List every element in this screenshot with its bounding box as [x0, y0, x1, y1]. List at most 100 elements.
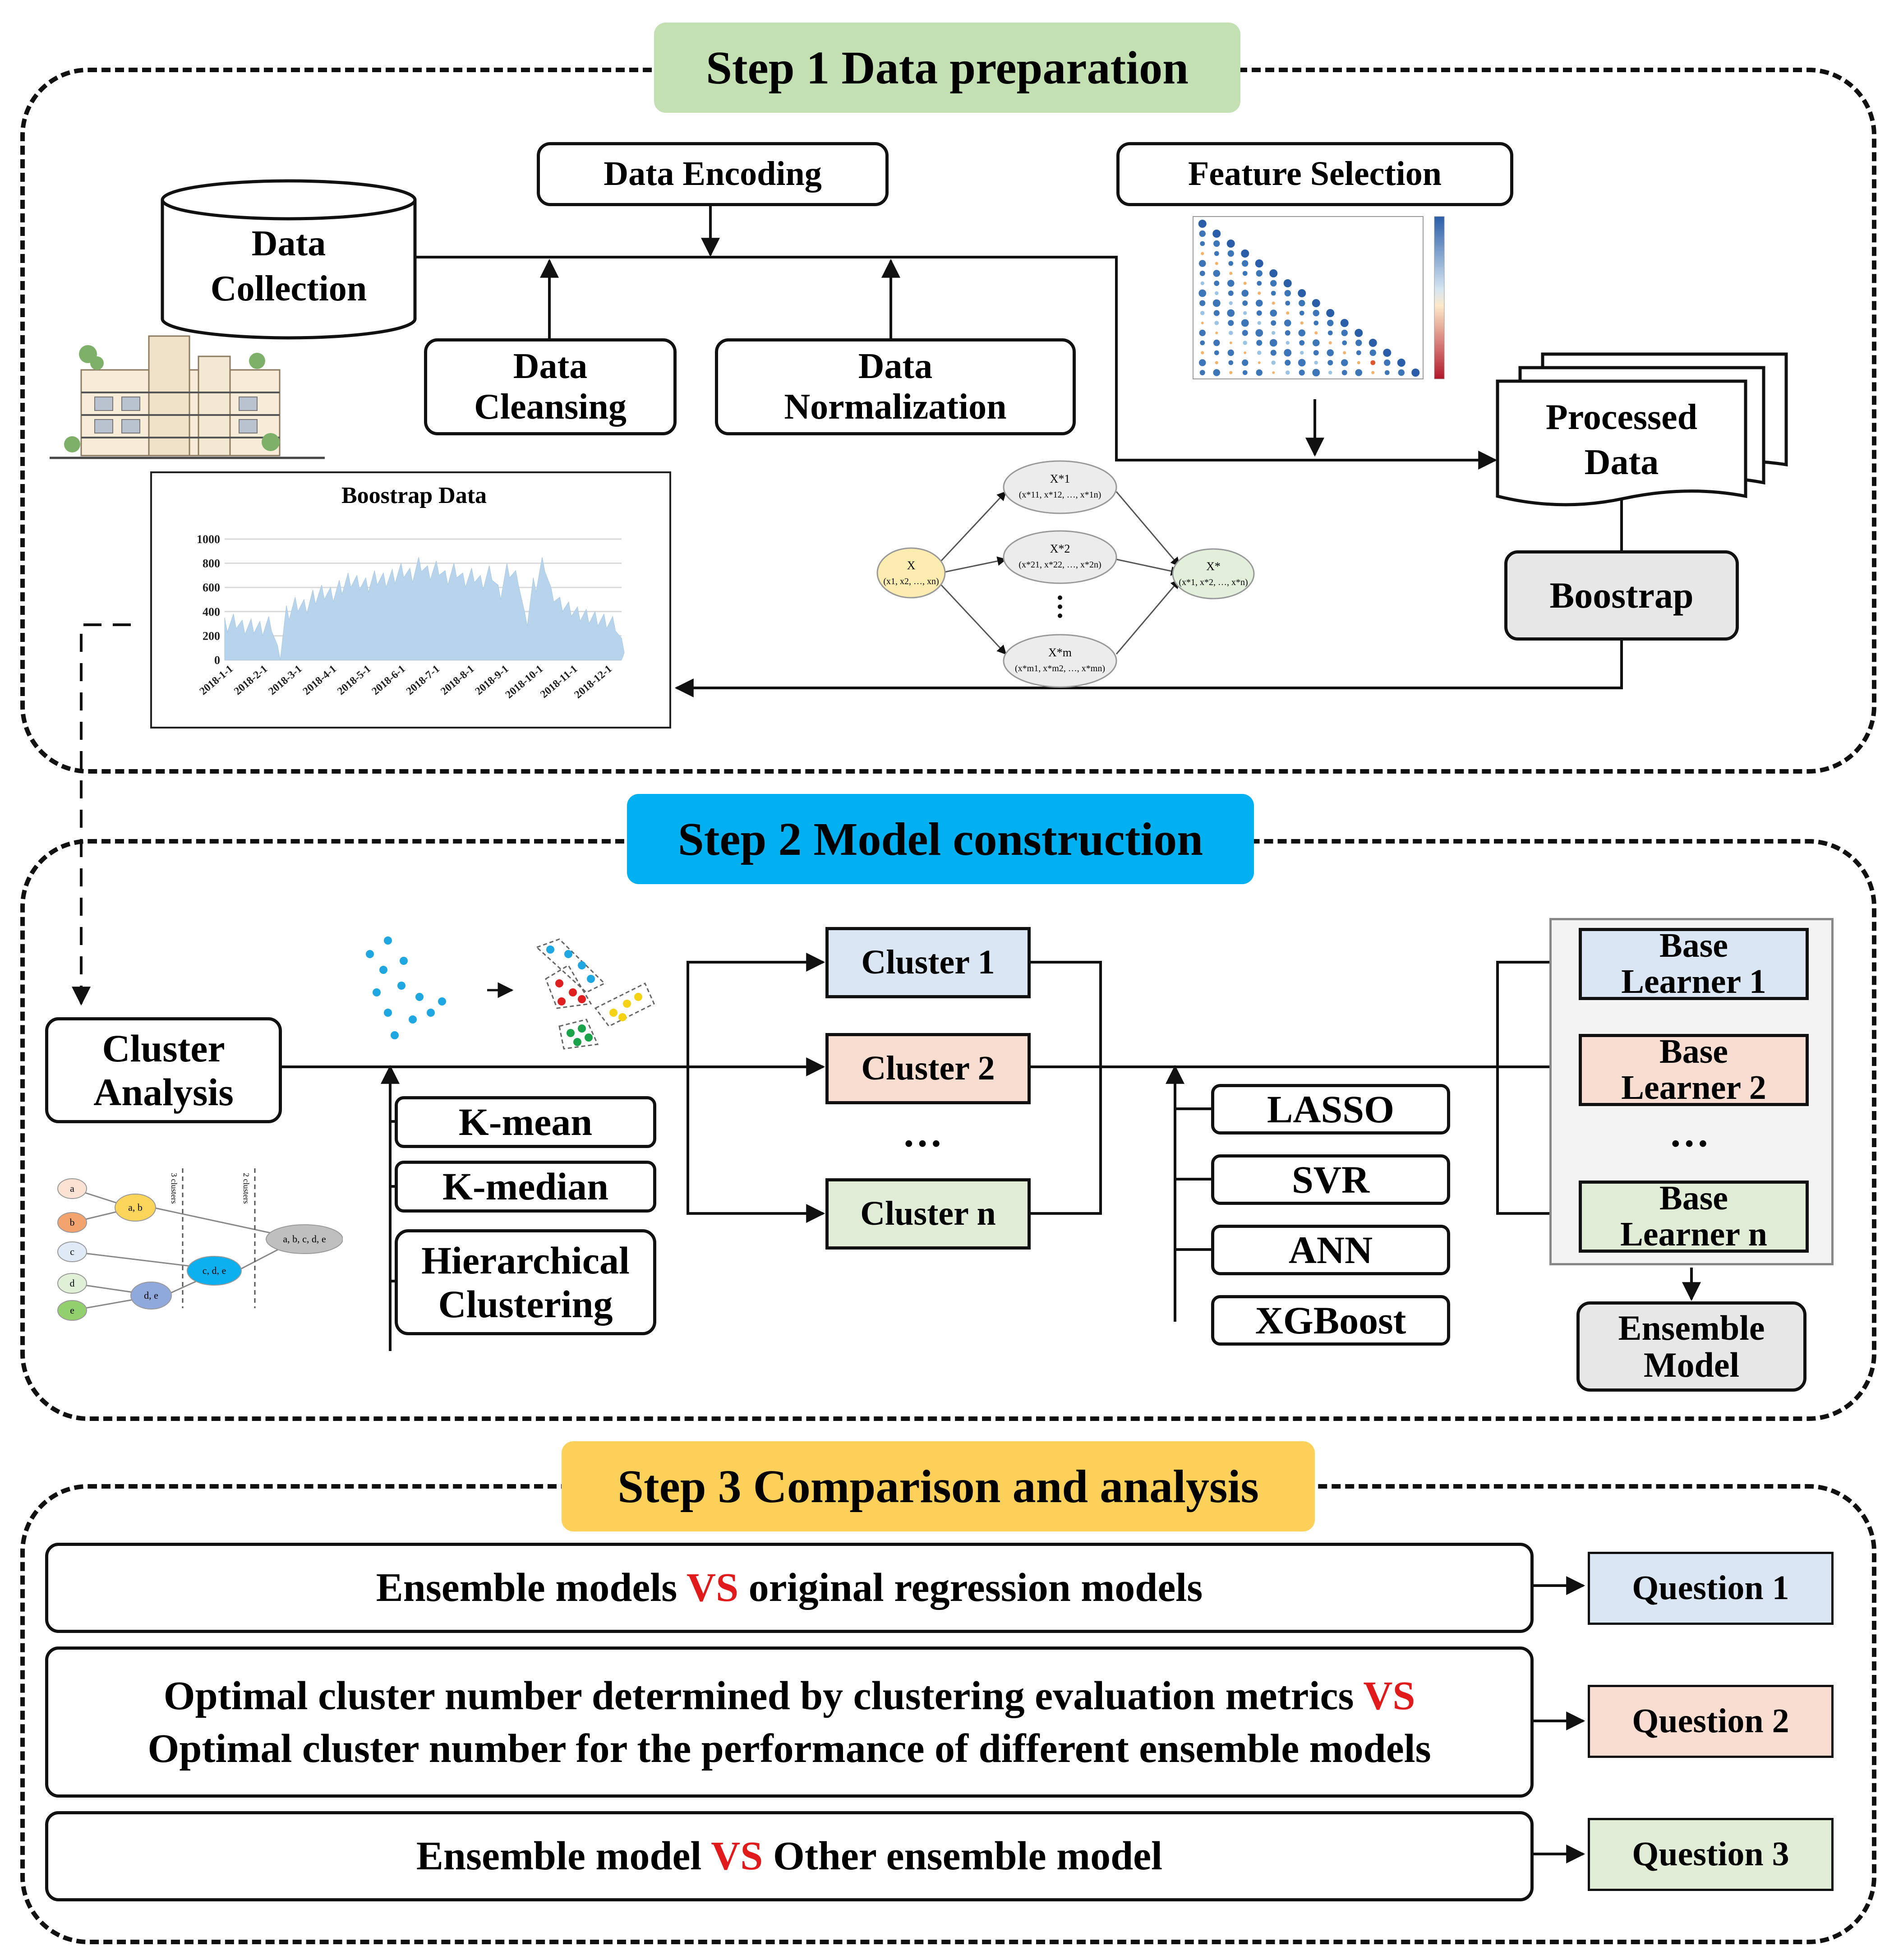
heatmap-cell — [1241, 319, 1249, 327]
cluster-n-box: Cluster n — [825, 1178, 1031, 1250]
data-collection-cylinder — [161, 179, 417, 340]
lasso-box: LASSO — [1211, 1084, 1450, 1134]
chart-xtick-label: 2018-8-1 — [438, 663, 476, 697]
heatmap-cell — [1198, 289, 1207, 297]
flow-line-main — [415, 256, 1498, 470]
cluster-ellipsis: … — [902, 1111, 949, 1155]
heatmap-cell — [1299, 310, 1304, 316]
dendro-merge-de: d, e — [144, 1290, 158, 1301]
heatmap-cell — [1357, 361, 1360, 364]
heatmap-cell — [1326, 309, 1335, 317]
heatmap-cell — [1313, 350, 1319, 355]
svr-box: SVR — [1211, 1154, 1450, 1205]
heatmap-cell — [1285, 300, 1290, 306]
heatmap-cell — [1255, 259, 1263, 267]
bs-sample-m: X*m — [1048, 646, 1072, 659]
question-1-box: Question 1 — [1588, 1552, 1834, 1625]
heatmap-cell — [1327, 349, 1334, 356]
heatmap-cell — [1215, 332, 1218, 334]
heatmap-cell — [1227, 309, 1235, 317]
heatmap-cell — [1199, 370, 1205, 375]
dendro-cut-2: 2 clusters — [242, 1173, 251, 1204]
heatmap-cell — [1299, 369, 1305, 376]
heatmap-cell — [1229, 341, 1232, 344]
heatmap-cell — [1272, 371, 1275, 374]
dendro-leaf-c: c — [70, 1246, 74, 1257]
chart-xtick-label: 2018-4-1 — [301, 663, 339, 697]
ann-box: ANN — [1211, 1225, 1450, 1275]
dendro-leaf-d: d — [70, 1277, 75, 1289]
heatmap-cell — [1341, 370, 1347, 375]
heatmap-cell — [1228, 331, 1233, 335]
heatmap-cell — [1384, 359, 1391, 366]
data-encoding-box: Data Encoding — [537, 142, 889, 206]
bs-input-sub: (x1, x2, …, xn) — [883, 576, 939, 586]
arrow-boostrap-to-chart — [674, 638, 1623, 697]
heatmap-cell — [1201, 351, 1204, 355]
heatmap-cell — [1286, 341, 1290, 345]
heatmap-cell — [1242, 359, 1249, 366]
branch-to-learners — [1496, 953, 1576, 1067]
heatmap-cell — [1255, 300, 1263, 307]
bs-sample-m-sub: (x*m1, x*m2, …, x*mn) — [1015, 664, 1105, 673]
heatmap-cell — [1199, 230, 1206, 237]
kmean-box: K-mean — [395, 1096, 656, 1148]
heatmap-cell — [1200, 281, 1204, 286]
heatmap-cell — [1228, 320, 1234, 326]
chart-ytick-label: 600 — [203, 581, 220, 594]
heatmap-cell — [1228, 261, 1234, 266]
heatmap-cell — [1355, 339, 1362, 346]
comparison-row-1: Ensemble models VS original regression m… — [45, 1543, 1534, 1633]
heatmap-cell — [1241, 290, 1249, 297]
heatmap-cell — [1312, 339, 1320, 346]
bs-output-sub: (x*1, x*2, …, x*n) — [1179, 577, 1248, 587]
heatmap-cell — [1255, 329, 1263, 337]
chart-area-series — [224, 557, 625, 660]
heatmap-cell — [1270, 309, 1277, 317]
bs-sample-1-sub: (x*11, x*12, …, x*1n) — [1019, 490, 1101, 500]
heatmap-cell — [1256, 340, 1263, 346]
heatmap-cell — [1258, 361, 1261, 364]
heatmap-cell — [1200, 311, 1205, 315]
heatmap-cell — [1269, 339, 1277, 347]
heatmap-cell — [1370, 360, 1376, 365]
heatmap-cell — [1256, 369, 1263, 376]
heatmap-cell — [1327, 330, 1333, 336]
heatmap-cell — [1242, 271, 1248, 276]
heatmap-cell — [1312, 299, 1320, 307]
feature-selection-box: Feature Selection — [1116, 142, 1513, 206]
dendro-merge-cde: c, d, e — [203, 1265, 226, 1276]
heatmap-cell — [1242, 370, 1248, 375]
xgboost-box: XGBoost — [1211, 1295, 1450, 1346]
heatmap-cell — [1284, 319, 1291, 327]
heatmap-cell — [1300, 350, 1304, 355]
heatmap-cell — [1244, 351, 1247, 354]
heatmap-cell — [1369, 339, 1377, 347]
heatmap-cell — [1283, 279, 1292, 287]
heatmap-cell — [1341, 329, 1348, 337]
bs-input: X — [907, 559, 916, 572]
heatmap-cell — [1229, 272, 1233, 275]
chart-xtick-label: 2018-12-1 — [572, 663, 614, 701]
branch-to-clusters — [687, 953, 825, 1067]
heatmap-cell — [1313, 320, 1319, 326]
processed-data-docs — [1496, 352, 1788, 507]
bs-output: X* — [1206, 560, 1221, 573]
heatmap-cell — [1341, 359, 1348, 366]
heatmap-cell — [1256, 270, 1263, 277]
heatmap-cell — [1256, 310, 1262, 316]
heatmap-cell — [1212, 299, 1221, 307]
heatmap-cell — [1214, 251, 1219, 256]
heatmap-cell — [1299, 340, 1305, 346]
heatmap-cell — [1314, 360, 1318, 365]
heatmap-cell — [1369, 349, 1376, 356]
clusters-merge — [1029, 961, 1102, 1215]
chart-ytick-label: 0 — [214, 654, 220, 667]
heatmap-cell — [1242, 330, 1248, 336]
heatmap-cell — [1198, 220, 1207, 228]
